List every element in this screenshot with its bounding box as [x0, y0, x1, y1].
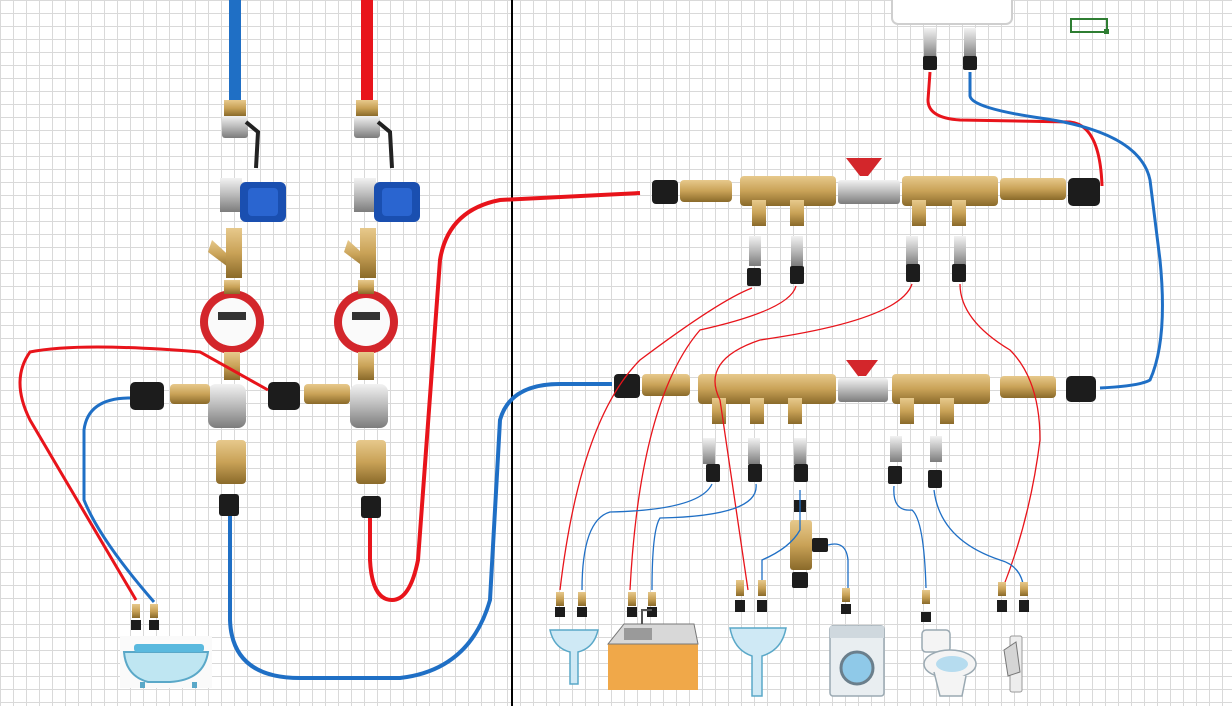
- hot-riser-pipe: [361, 0, 373, 100]
- pedestal-sink-icon: [549, 629, 599, 685]
- selected-cell[interactable]: [1070, 18, 1108, 33]
- pipe-clamp-icon: [130, 382, 164, 410]
- tee-fitting-icon: [208, 384, 246, 428]
- cold-manifold: [614, 360, 1096, 588]
- manifold-block-icon: [740, 176, 836, 206]
- press-fitting-icon: [304, 384, 350, 404]
- distribution-lines: [559, 283, 1041, 591]
- pipe-clamp-icon: [614, 374, 640, 398]
- cold-line-shower: [933, 489, 1025, 591]
- pipe-clamp-icon: [1068, 178, 1100, 206]
- bathtub-icon: [122, 651, 210, 683]
- sink-2: [729, 627, 787, 697]
- hot-line-kitchen: [629, 285, 797, 591]
- hot-line-sink-2: [714, 283, 913, 591]
- manifold-block-icon: [902, 176, 998, 206]
- press-fitting-icon: [642, 374, 690, 396]
- valve-handle-icon: [846, 158, 882, 176]
- kitchen-sink: [606, 609, 699, 690]
- ball-valve-icon: [224, 100, 246, 116]
- tee-fitting-icon: [350, 384, 388, 428]
- pedestal-sink-icon: [729, 627, 787, 697]
- valve-lever-icon: [376, 120, 394, 169]
- kitchen-sink-icon: [608, 644, 698, 690]
- toilet: [921, 629, 977, 697]
- cold-line-toilet: [893, 485, 927, 589]
- press-fitting-icon: [680, 180, 732, 202]
- water-heater-icon: [891, 0, 1013, 25]
- hot-line-sink-1: [559, 287, 753, 591]
- toilet-icon: [921, 629, 951, 653]
- pipe-clamp-icon: [1066, 376, 1096, 402]
- cold-line-washer: [827, 543, 849, 590]
- pipe-clamp-icon: [652, 180, 678, 204]
- bathtub-hot-pipe: [18, 345, 269, 601]
- fill-handle[interactable]: [1104, 29, 1109, 34]
- manifold-block-icon: [892, 374, 990, 404]
- hot-supply-pipe: [368, 191, 641, 603]
- heater-hot-pipe: [926, 71, 1104, 187]
- valve-handle-icon: [846, 360, 878, 376]
- pipe-clamp-icon: [268, 382, 300, 410]
- press-fitting-icon: [1000, 376, 1056, 398]
- hot-line-shower: [959, 283, 1041, 591]
- water-heater: [891, 0, 1013, 70]
- hygienic-shower: [1003, 635, 1023, 693]
- press-fitting-icon: [170, 384, 210, 404]
- bathtub-cold-pipe: [82, 396, 156, 603]
- washing-machine: [829, 625, 885, 697]
- valve-lever-icon: [244, 120, 261, 169]
- cold-line-kitchen: [651, 483, 757, 591]
- cold-riser-pipe: [229, 0, 241, 100]
- cold-riser-assembly: [130, 100, 286, 516]
- cold-supply-pipe: [228, 382, 612, 680]
- hot-manifold: [652, 158, 1100, 286]
- tee-fitting-icon: [790, 520, 812, 570]
- sink-1: [549, 629, 599, 685]
- ball-valve-icon: [838, 378, 888, 402]
- heater-cold-pipe: [968, 72, 1164, 390]
- press-fitting-icon: [1000, 178, 1066, 200]
- hot-riser-assembly: [268, 100, 420, 518]
- bathtub: [120, 636, 212, 688]
- cold-line-sink-2: [761, 490, 801, 590]
- ball-valve-icon: [838, 180, 900, 204]
- ball-valve-icon: [356, 100, 378, 116]
- manifold-block-icon: [698, 374, 836, 404]
- cold-line-sink-1: [581, 483, 713, 591]
- fixture-valves: [131, 580, 1029, 630]
